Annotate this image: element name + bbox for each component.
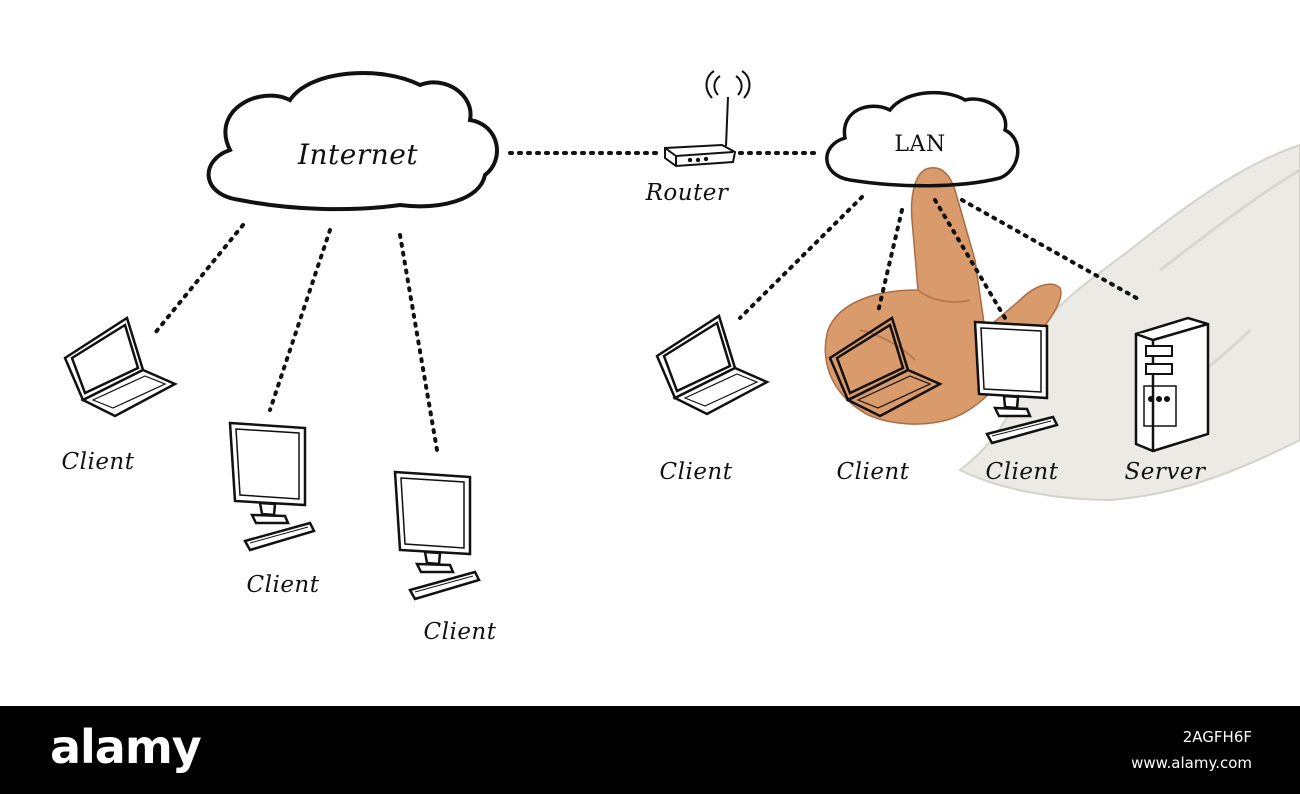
pointing-hand [824, 143, 1300, 502]
site-url: www.alamy.com [1131, 754, 1252, 772]
laptop-icon [828, 316, 943, 418]
connection-lines [153, 151, 1142, 452]
client-label: Client [246, 572, 320, 598]
server-icon [1134, 316, 1210, 453]
client-label: Client [659, 459, 733, 485]
network-diagram [63, 70, 1300, 601]
image-id: 2AGFH6F [1182, 728, 1252, 746]
router-label: Router [645, 180, 729, 206]
internet-cloud-shape [206, 71, 499, 212]
client-label: Client [61, 449, 135, 475]
stock-footer-bar: alamy 2AGFH6F www.alamy.com [0, 706, 1300, 794]
desktop-monitor-icon [393, 470, 481, 601]
client-label: Client [985, 459, 1059, 485]
server-label: Server [1124, 459, 1206, 485]
brand-logo: alamy [50, 720, 202, 774]
lan-cloud-shape [825, 90, 1020, 188]
router-icon [664, 70, 751, 168]
laptop-icon [63, 316, 178, 418]
laptop-icon [655, 314, 770, 416]
internet-label: Internet [297, 138, 419, 171]
client-label: Client [423, 619, 497, 645]
desktop-monitor-icon [228, 421, 316, 552]
lan-label: LAN [894, 132, 946, 157]
client-label: Client [836, 459, 910, 485]
desktop-monitor-icon [973, 320, 1059, 445]
